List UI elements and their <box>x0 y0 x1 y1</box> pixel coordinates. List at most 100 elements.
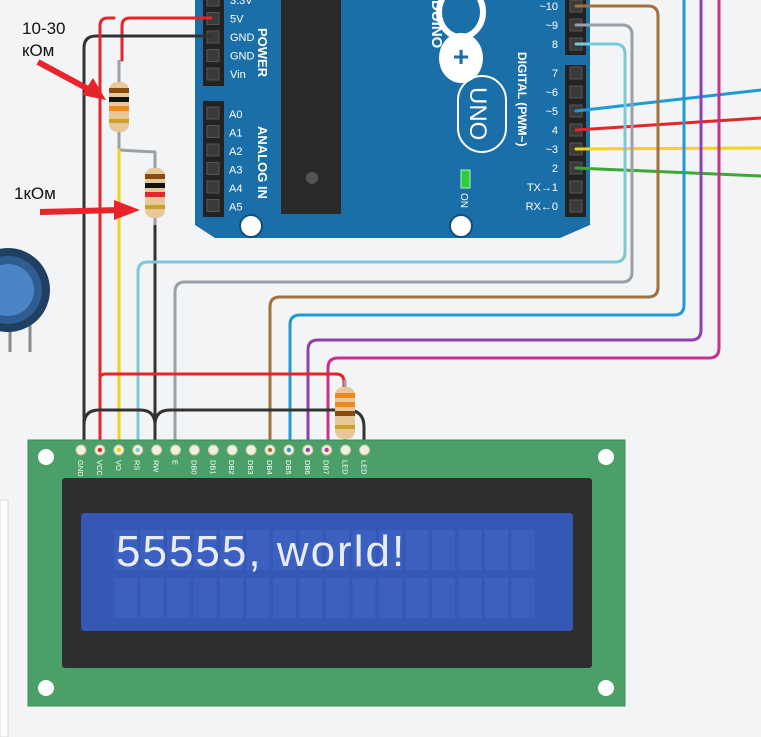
digital-pin-label: 4 <box>552 125 558 137</box>
uno-badge <box>457 75 507 153</box>
power-pin-socket[interactable] <box>206 67 220 81</box>
analog-pin-socket[interactable] <box>206 143 220 157</box>
power-pin-label: GND <box>230 51 255 63</box>
digital-pin-label: ~3 <box>545 144 558 156</box>
power-pin-socket[interactable] <box>206 0 220 7</box>
wire-pin3-yellow <box>574 146 761 151</box>
analog-header-title: ANALOG IN <box>255 126 270 199</box>
digital-pin-label: RX←0 <box>526 201 558 213</box>
potentiometer[interactable] <box>0 248 50 352</box>
analog-pin-socket[interactable] <box>206 106 220 120</box>
lcd-pin-label: DB7 <box>322 460 331 475</box>
digital-pin-label: 7 <box>552 68 558 80</box>
wire-pin2-green <box>574 166 761 178</box>
analog-pin-label: A4 <box>229 183 242 195</box>
resistor1-label-line1: 10-30 <box>22 19 65 38</box>
power-pin-socket[interactable] <box>206 49 220 62</box>
mount-hole <box>239 214 263 238</box>
wire-gnd-loop-1 <box>82 408 157 442</box>
power-pin-label: 3.3V <box>230 0 253 7</box>
board-name: UNO <box>464 87 491 140</box>
on-label: ON <box>458 193 469 208</box>
lcd-char-cell <box>167 578 190 618</box>
lcd-char-cell <box>193 530 217 570</box>
side-panel-edge <box>0 499 9 737</box>
lcd-char-cell <box>326 578 349 618</box>
analog-pin-label: A2 <box>229 146 242 158</box>
lcd-pin-label: DB5 <box>284 460 293 475</box>
logo-text: DUINO <box>428 0 445 49</box>
analog-pin-socket[interactable] <box>206 125 220 138</box>
lcd-char-cell <box>167 530 190 570</box>
digital-pin-socket[interactable] <box>569 66 583 80</box>
wire-gnd-black <box>82 34 213 442</box>
wires <box>82 0 761 442</box>
mount-hole <box>38 449 54 465</box>
lcd-char-cell <box>458 530 482 570</box>
mount-hole <box>598 680 614 696</box>
lcd-char-cell <box>246 578 270 618</box>
lcd-char-cell <box>273 530 296 570</box>
lcd-char-cell <box>432 530 455 570</box>
lcd-char-cell <box>432 578 455 618</box>
digital-pin-socket[interactable] <box>569 85 583 99</box>
lcd-pin-label: DB4 <box>265 460 274 475</box>
arrow-resistor-1 <box>36 59 106 100</box>
lcd-pin-label: LED <box>341 460 350 475</box>
analog-pin-socket[interactable] <box>206 180 220 194</box>
lcd-char-cell <box>220 578 243 618</box>
power-pin-label: Vin <box>230 69 246 81</box>
lcd-char-cell <box>193 578 217 618</box>
digital-pin-label: 8 <box>552 39 558 51</box>
lcd-pin-label: E <box>171 460 180 465</box>
lcd-pin-label: RS <box>133 460 142 470</box>
wire-rs-lightblue <box>136 42 627 442</box>
lcd-line-1: 55555, world! <box>116 527 406 576</box>
arrow-resistor-2 <box>39 200 140 220</box>
analog-pin-socket[interactable] <box>206 199 220 212</box>
analog-pin-label: A1 <box>229 128 242 140</box>
lcd-char-cell <box>114 530 137 570</box>
wire-db5-blue <box>288 0 686 442</box>
resistor-10-30k[interactable] <box>109 60 129 145</box>
analog-pin-socket[interactable] <box>206 162 220 175</box>
lcd-pin-label: DB2 <box>227 460 236 475</box>
lcd-char-cell <box>220 530 243 570</box>
lcd-char-cell <box>326 530 349 570</box>
wire-db4-brown <box>268 4 660 442</box>
resistor1-label-line2: кОм <box>22 41 54 60</box>
lcd-char-cell <box>511 578 535 618</box>
digital-pin-label: ~6 <box>545 87 558 99</box>
lcd-char-cell <box>352 578 376 618</box>
digital-pin-socket[interactable] <box>569 199 583 213</box>
plus-icon: + <box>453 41 469 72</box>
lcd-pin-label: GND <box>76 460 85 477</box>
wire-db7-magenta <box>326 0 721 442</box>
wire-5v-red <box>120 16 213 62</box>
power-pin-label: 5V <box>230 14 244 26</box>
wire-divider-gray <box>117 138 157 167</box>
lcd-char-cell <box>485 578 508 618</box>
lcd-char-cell <box>405 530 429 570</box>
digital-pin-label: ~9 <box>545 20 558 32</box>
digital-pin-label: 2 <box>552 163 558 175</box>
lcd-char-cell <box>299 578 323 618</box>
wire-gnd-loop-2 <box>153 408 366 442</box>
resistor-1k[interactable] <box>145 160 165 225</box>
lcd-char-cell <box>299 530 323 570</box>
wire-pin5-blue <box>574 88 761 113</box>
lcd-char-cell <box>246 530 270 570</box>
wire-led-red <box>98 372 346 397</box>
digital-pin-label: ~10 <box>539 1 558 13</box>
power-led <box>460 169 471 189</box>
lcd-char-cell <box>379 578 402 618</box>
lcd-pin-label: RW <box>152 460 161 473</box>
lcd-char-cell <box>511 530 535 570</box>
power-pin-label: GND <box>230 32 255 44</box>
lcd-pin-label: DB6 <box>303 460 312 475</box>
digital-pin-socket[interactable] <box>569 180 583 194</box>
resistor-backlight[interactable] <box>335 380 355 448</box>
